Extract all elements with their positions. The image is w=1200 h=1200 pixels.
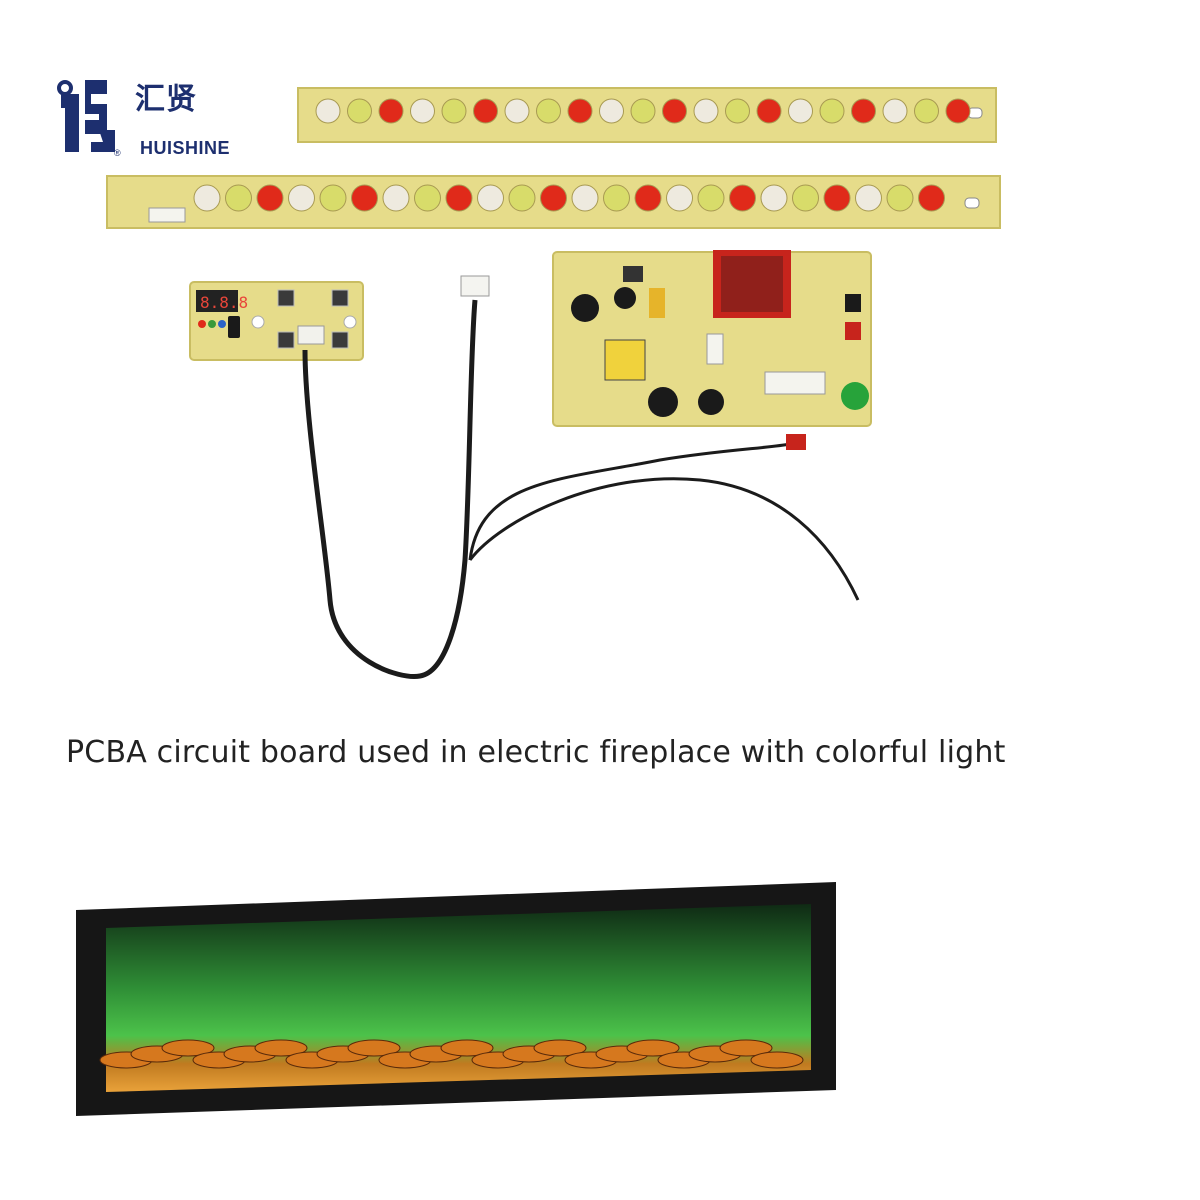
push-button <box>331 331 349 349</box>
led <box>851 98 876 124</box>
fireplace-log <box>750 1051 804 1069</box>
led <box>760 184 788 212</box>
led <box>315 98 341 124</box>
led <box>319 184 347 212</box>
led <box>508 184 536 212</box>
led <box>378 98 404 124</box>
fireplace-log <box>440 1039 494 1057</box>
led <box>414 184 441 212</box>
fireplace-log <box>626 1039 680 1057</box>
red-connector <box>786 434 806 450</box>
fireplace-log <box>347 1039 401 1057</box>
fireplace-log <box>719 1039 773 1057</box>
led-strip-board-top <box>297 87 997 143</box>
led-strip-board-bottom <box>106 175 1001 229</box>
relay <box>713 250 791 318</box>
led <box>666 184 693 212</box>
led <box>729 184 756 212</box>
led <box>855 184 882 212</box>
led <box>473 98 498 124</box>
led <box>441 98 467 124</box>
led <box>536 98 561 124</box>
led <box>697 184 725 212</box>
led <box>756 98 782 124</box>
hs-monogram-icon <box>57 80 115 152</box>
push-button <box>331 289 349 307</box>
led <box>571 184 599 212</box>
electric-fireplace <box>76 882 836 1116</box>
led <box>882 98 908 124</box>
led <box>445 184 473 212</box>
brand-name-cn: 汇贤 <box>135 82 197 117</box>
led <box>225 184 252 212</box>
brand-name-en: HUISHINE <box>140 138 231 158</box>
led <box>599 98 624 124</box>
caption: PCBA circuit board used in electric fire… <box>66 735 1006 770</box>
led <box>256 184 284 212</box>
seven-segment-display <box>196 290 238 312</box>
led <box>477 184 504 212</box>
svg-text:8.8.8: 8.8.8 <box>200 293 248 312</box>
fireplace-log <box>254 1039 308 1057</box>
led <box>288 184 315 212</box>
led <box>351 184 378 212</box>
led <box>886 184 914 212</box>
led <box>630 98 656 124</box>
led <box>382 184 410 212</box>
main-power-board <box>552 250 872 427</box>
led <box>945 98 971 124</box>
led <box>662 98 687 124</box>
led <box>504 98 530 124</box>
led <box>693 98 719 124</box>
led <box>567 98 593 124</box>
led <box>823 184 851 212</box>
brand-logo: ® 汇贤 HUISHINE <box>55 72 270 167</box>
led <box>918 184 945 212</box>
cable-connector <box>460 275 490 297</box>
led <box>819 98 845 124</box>
fireplace-log <box>161 1039 215 1057</box>
led <box>410 98 435 124</box>
push-button <box>277 331 295 349</box>
fireplace-log <box>533 1039 587 1057</box>
led <box>603 184 630 212</box>
registered-mark: ® <box>114 148 121 158</box>
led <box>347 98 372 124</box>
control-panel-board: 8.8.8 <box>189 281 364 361</box>
led <box>634 184 662 212</box>
led <box>540 184 567 212</box>
led <box>193 184 221 212</box>
led <box>914 98 939 124</box>
led <box>788 98 813 124</box>
push-button <box>277 289 295 307</box>
led <box>792 184 819 212</box>
capacitor <box>571 294 599 322</box>
led <box>725 98 750 124</box>
